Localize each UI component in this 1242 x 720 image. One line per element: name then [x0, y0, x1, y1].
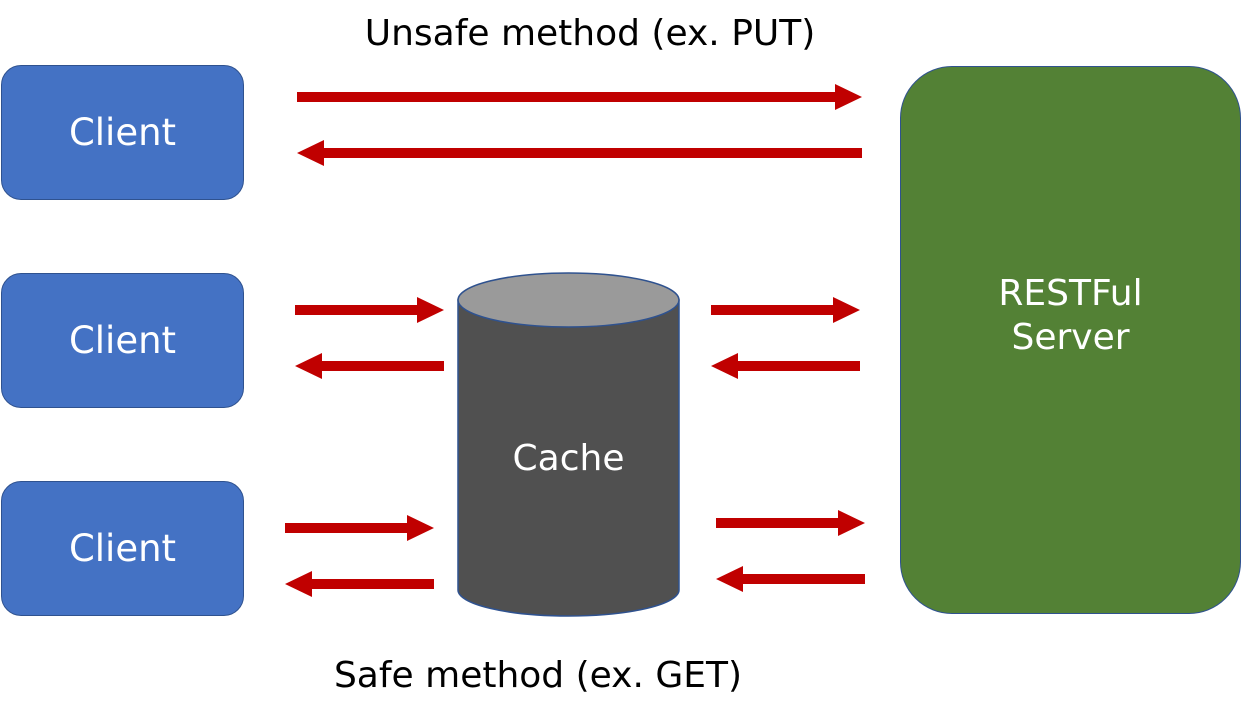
client-label: Client: [68, 111, 177, 154]
cache-label: Cache: [512, 438, 625, 479]
client-node-3[interactable]: Client: [1, 481, 244, 616]
arrow-server-to-cache-upper: [711, 353, 860, 379]
client-label: Client: [68, 527, 177, 570]
cache-cylinder-top: [457, 272, 680, 328]
arrow-cache-to-server-upper: [711, 297, 860, 323]
client-node-1[interactable]: Client: [1, 65, 244, 200]
cache-cylinder-body: [457, 299, 680, 617]
server-label-line-1: RESTFul: [998, 273, 1143, 314]
arrow-client1-to-server: [297, 84, 862, 110]
server-label-line-2: Server: [1011, 317, 1130, 358]
unsafe-method-caption: Unsafe method (ex. PUT): [364, 13, 816, 54]
arrow-client3-to-cache: [285, 515, 434, 541]
safe-method-caption: Safe method (ex. GET): [333, 655, 743, 696]
arrow-cache-to-client2: [295, 353, 444, 379]
arrow-cache-to-server-lower: [716, 510, 865, 536]
restful-server-node[interactable]: RESTFul Server: [900, 66, 1241, 614]
arrow-server-to-client1: [297, 140, 862, 166]
arrow-cache-to-client3: [285, 571, 434, 597]
arrow-server-to-cache-lower: [716, 566, 865, 592]
client-node-2[interactable]: Client: [1, 273, 244, 408]
arrow-client2-to-cache: [295, 297, 444, 323]
arrows: [285, 84, 865, 597]
client-label: Client: [68, 319, 177, 362]
cache-cylinder[interactable]: [457, 272, 680, 617]
